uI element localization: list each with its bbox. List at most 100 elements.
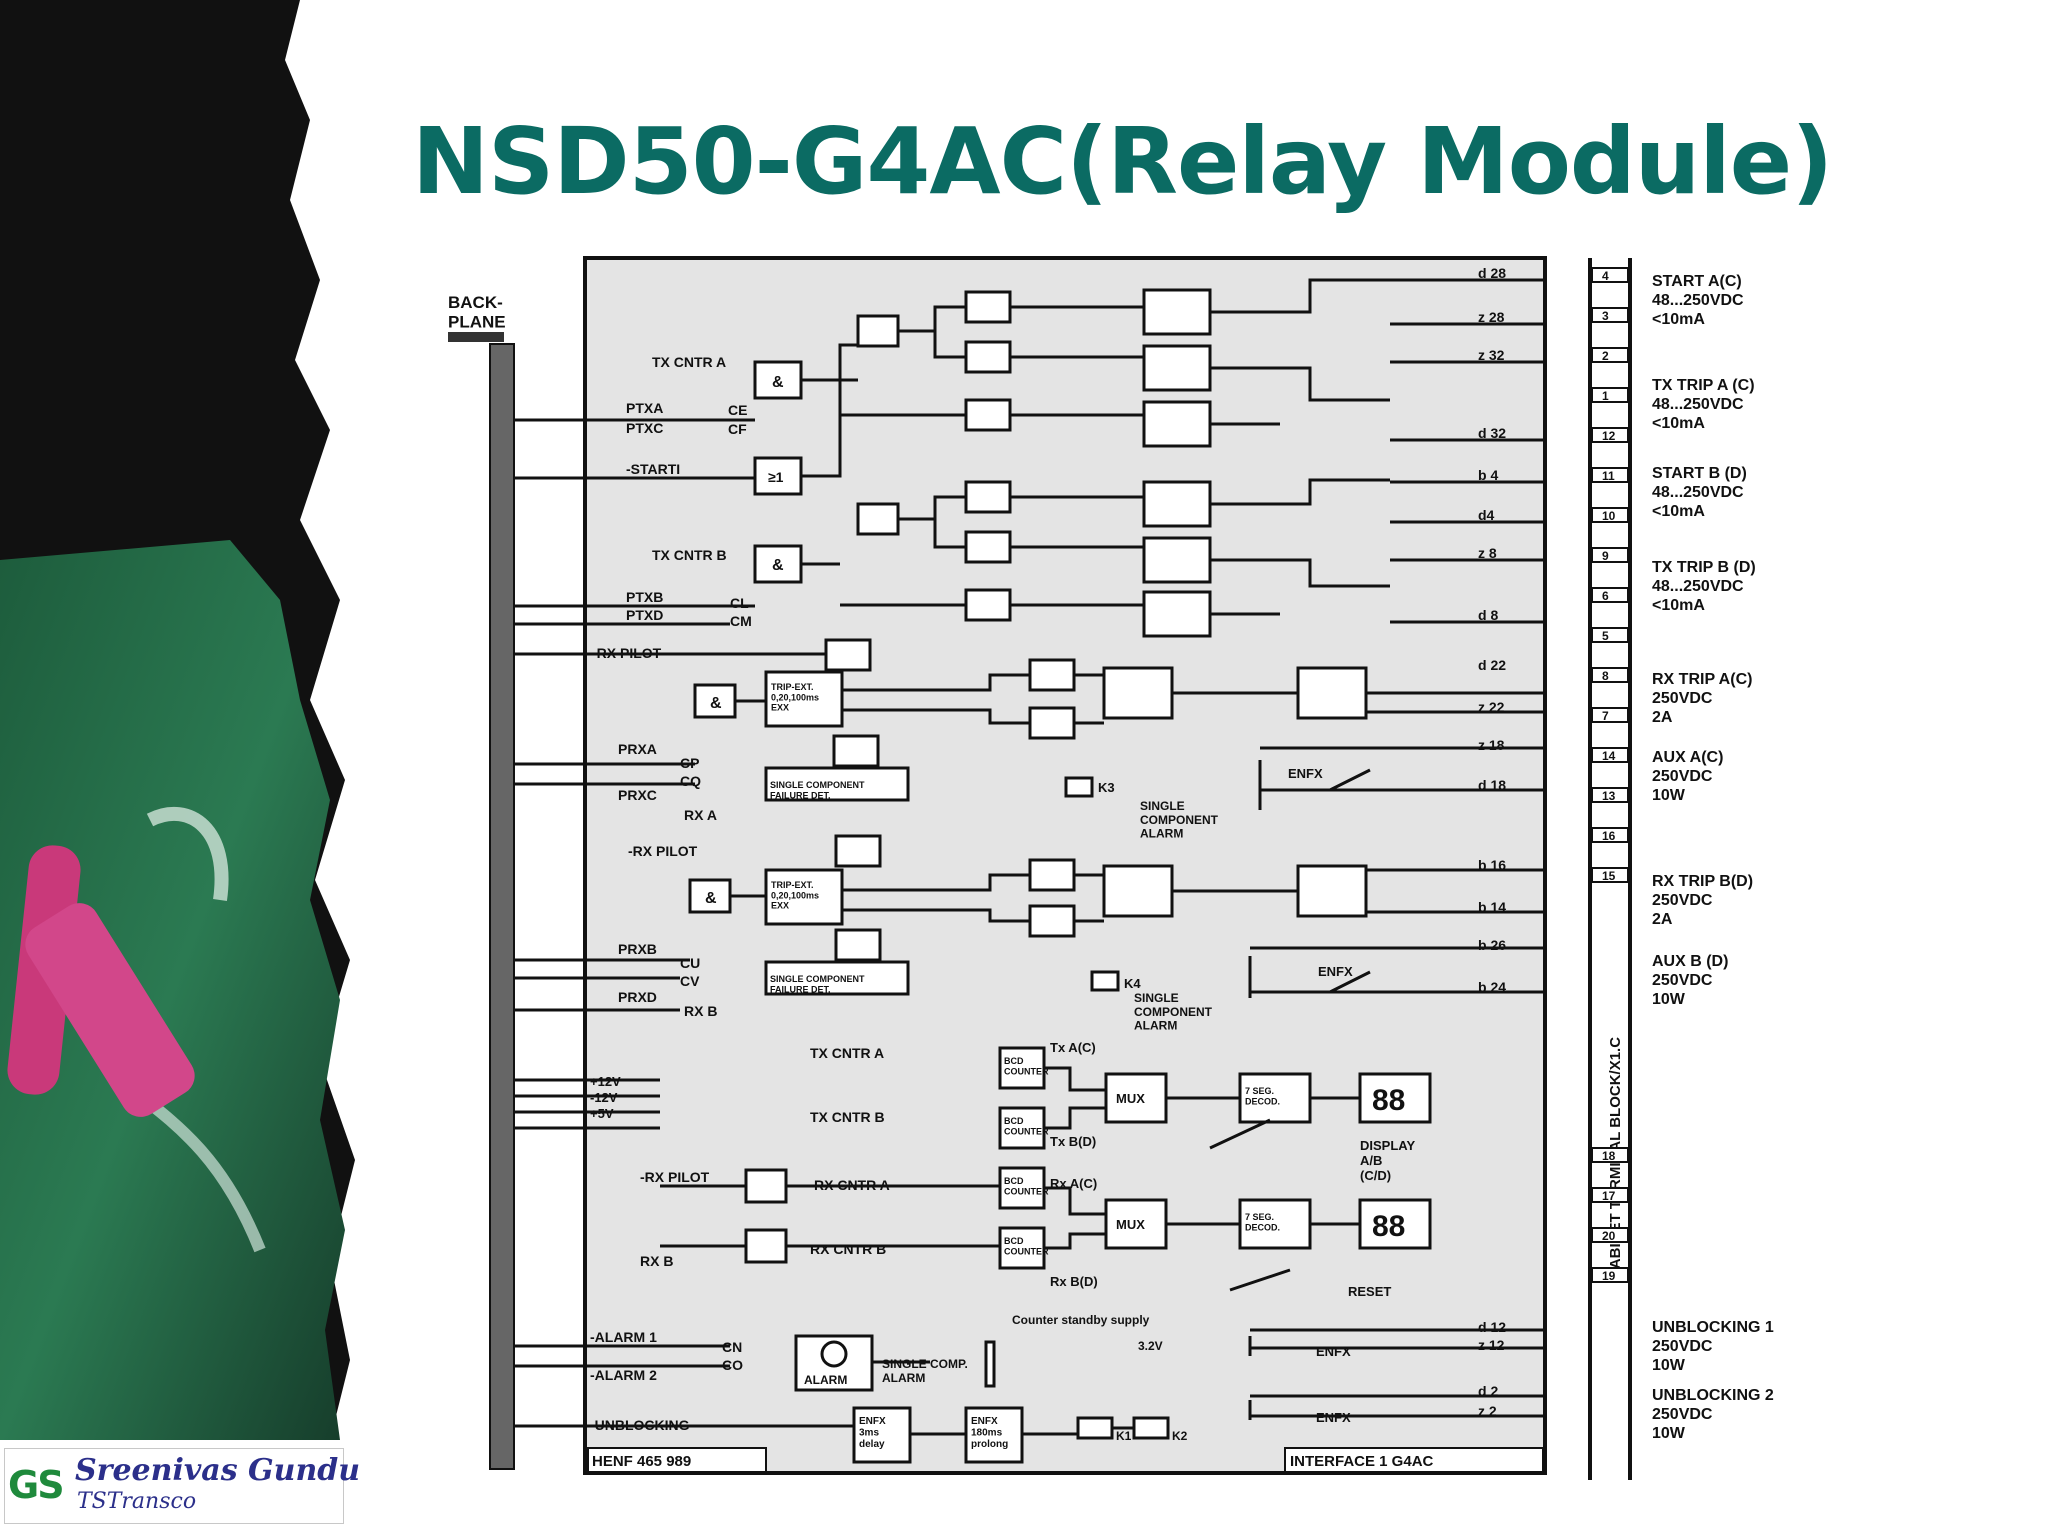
svg-text:b 26: b 26	[1478, 937, 1506, 953]
svg-text:z 8: z 8	[1478, 545, 1497, 561]
relay-module-schematic: BACK-PLANE CABINET TERMINAL BLOCK/X1.C &…	[448, 256, 1774, 1480]
author-logo: GS Sreenivas Gundu TSTransco	[4, 1448, 360, 1524]
terminal-number: 9	[1602, 549, 1609, 563]
terminal-number: 7	[1602, 709, 1609, 723]
terminal-box	[1591, 307, 1629, 323]
logo-mark: GS	[8, 1463, 65, 1507]
pink-chalk-icon	[7, 845, 195, 1117]
svg-text:PRXC: PRXC	[618, 787, 657, 803]
svg-text:-RX PILOT: -RX PILOT	[628, 843, 698, 859]
terminal-box	[1591, 467, 1629, 483]
svg-text:Counter standby supply: Counter standby supply	[1012, 1313, 1150, 1327]
svg-text:&: &	[705, 890, 717, 907]
svg-text:CM: CM	[730, 613, 752, 629]
display-digits-bottom: 88	[1372, 1210, 1405, 1243]
output-label: START B (D)48...250VDC<10mA	[1652, 465, 1747, 520]
svg-text:K3: K3	[1098, 780, 1115, 795]
svg-text:CV: CV	[680, 973, 700, 989]
svg-text:RX A: RX A	[684, 807, 717, 823]
terminal-box	[1591, 1147, 1629, 1163]
logo-org: TSTransco	[77, 1489, 197, 1514]
terminal-number: 2	[1602, 349, 1609, 363]
svg-text:CE: CE	[728, 402, 747, 418]
svg-text:z 12: z 12	[1478, 1337, 1505, 1353]
terminal-box	[1591, 547, 1629, 563]
svg-text:7 SEG.DECOD.: 7 SEG.DECOD.	[1245, 1212, 1280, 1232]
svg-text:≥1: ≥1	[768, 469, 784, 485]
svg-text:7 SEG.DECOD.: 7 SEG.DECOD.	[1245, 1086, 1280, 1106]
svg-text:-STARTI: -STARTI	[626, 461, 680, 477]
svg-text:-ALARM 2: -ALARM 2	[590, 1367, 657, 1383]
svg-text:d 32: d 32	[1478, 425, 1506, 441]
svg-text:Tx A(C): Tx A(C)	[1050, 1040, 1096, 1055]
svg-text:d 8: d 8	[1478, 607, 1498, 623]
backplane-label: BACK-PLANE	[448, 293, 506, 332]
terminal-number: 18	[1602, 1149, 1616, 1163]
svg-text:K2: K2	[1172, 1429, 1188, 1443]
terminal-box	[1591, 587, 1629, 603]
terminal-box	[1591, 1187, 1629, 1203]
svg-text:RX CNTR B: RX CNTR B	[810, 1241, 886, 1257]
svg-text:&: &	[710, 695, 722, 712]
svg-text:z 32: z 32	[1478, 347, 1505, 363]
svg-text:&: &	[772, 557, 784, 574]
svg-text:TX CNTR A: TX CNTR A	[652, 354, 726, 370]
terminal-number: 15	[1602, 869, 1616, 883]
output-label: TX TRIP B (D)48...250VDC<10mA	[1652, 559, 1756, 614]
terminal-box	[1591, 707, 1629, 723]
svg-text:ENFX: ENFX	[1316, 1344, 1351, 1359]
svg-text:z 18: z 18	[1478, 737, 1505, 753]
terminal-number: 1	[1602, 389, 1609, 403]
svg-text:z 28: z 28	[1478, 309, 1505, 325]
terminal-number: 4	[1602, 269, 1609, 283]
terminal-box	[1591, 1267, 1629, 1283]
svg-text:PTXB: PTXB	[626, 589, 663, 605]
svg-text:CF: CF	[728, 421, 747, 437]
svg-text:PRXA: PRXA	[618, 741, 657, 757]
svg-text:-ALARM 1: -ALARM 1	[590, 1329, 657, 1345]
terminal-number: 3	[1602, 309, 1609, 323]
svg-text:d 12: d 12	[1478, 1319, 1506, 1335]
terminal-box	[1591, 427, 1629, 443]
terminal-box	[1591, 827, 1629, 843]
alarm-unblocking-section: -ALARM 1 -ALARM 2 CN CO -UNBLOCKING Coun…	[514, 1313, 1545, 1464]
terminal-box	[1591, 347, 1629, 363]
svg-text:ALARM: ALARM	[804, 1373, 847, 1387]
svg-text:d 28: d 28	[1478, 265, 1506, 281]
svg-text:d 22: d 22	[1478, 657, 1506, 673]
svg-text:d4: d4	[1478, 507, 1495, 523]
display-digits-top: 88	[1372, 1084, 1405, 1117]
svg-text:CN: CN	[722, 1339, 742, 1355]
alarm-lamp-icon	[820, 1340, 848, 1368]
svg-text:b 4: b 4	[1478, 467, 1498, 483]
svg-text:CL: CL	[730, 595, 749, 611]
svg-text:PTXD: PTXD	[626, 607, 663, 623]
terminal-number: 14	[1602, 749, 1616, 763]
svg-text:MUX: MUX	[1116, 1217, 1145, 1232]
footer-left-label: HENF 465 989	[592, 1453, 691, 1470]
svg-text:TX CNTR B: TX CNTR B	[652, 547, 727, 563]
slide-title: NSD50-G4AC(Relay Module)	[412, 108, 1833, 215]
svg-text:CO: CO	[722, 1357, 743, 1373]
svg-text:MUX: MUX	[1116, 1091, 1145, 1106]
svg-text:CU: CU	[680, 955, 700, 971]
terminal-number: 10	[1602, 509, 1616, 523]
svg-text:RESET: RESET	[1348, 1284, 1391, 1299]
svg-text:3.2V: 3.2V	[1138, 1339, 1163, 1353]
